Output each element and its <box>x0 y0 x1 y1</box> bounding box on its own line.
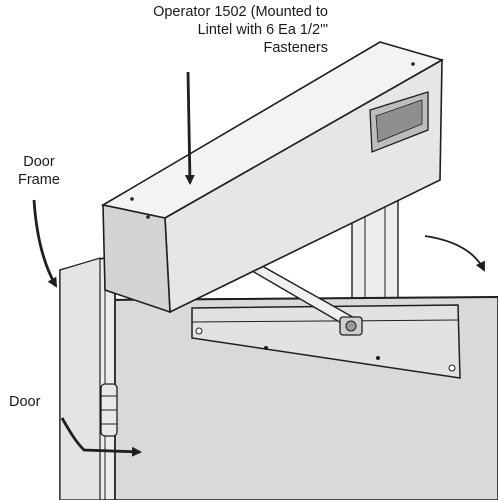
door-callout-label: Door <box>9 394 41 410</box>
callout-arrows <box>32 71 485 457</box>
operator-housing <box>100 41 445 314</box>
operator-callout-line-3: Fasteners <box>263 40 328 56</box>
door-frame-callout-line-1: Door <box>23 154 55 170</box>
door-frame-callout-line-2: Frame <box>18 172 60 188</box>
operator-arm <box>245 261 363 336</box>
operator-callout-line-2: Lintel with 6 Ea 1/2'" <box>197 22 328 38</box>
operator-callout-line-1: Operator 1502 (Mounted to <box>153 4 328 20</box>
swing-direction-arrow <box>424 235 485 272</box>
door-callout-arrow <box>60 417 142 457</box>
door-frame-callout-label: Door Frame <box>18 153 60 189</box>
frame-callout-arrow <box>32 199 58 288</box>
door-frame <box>59 253 116 500</box>
operator-callout-arrow <box>184 71 195 185</box>
operator-callout-label: Operator 1502 (Mounted to Lintel with 6 … <box>153 3 328 57</box>
arm-mounting-plate <box>191 304 461 379</box>
door-hinge <box>100 383 118 437</box>
